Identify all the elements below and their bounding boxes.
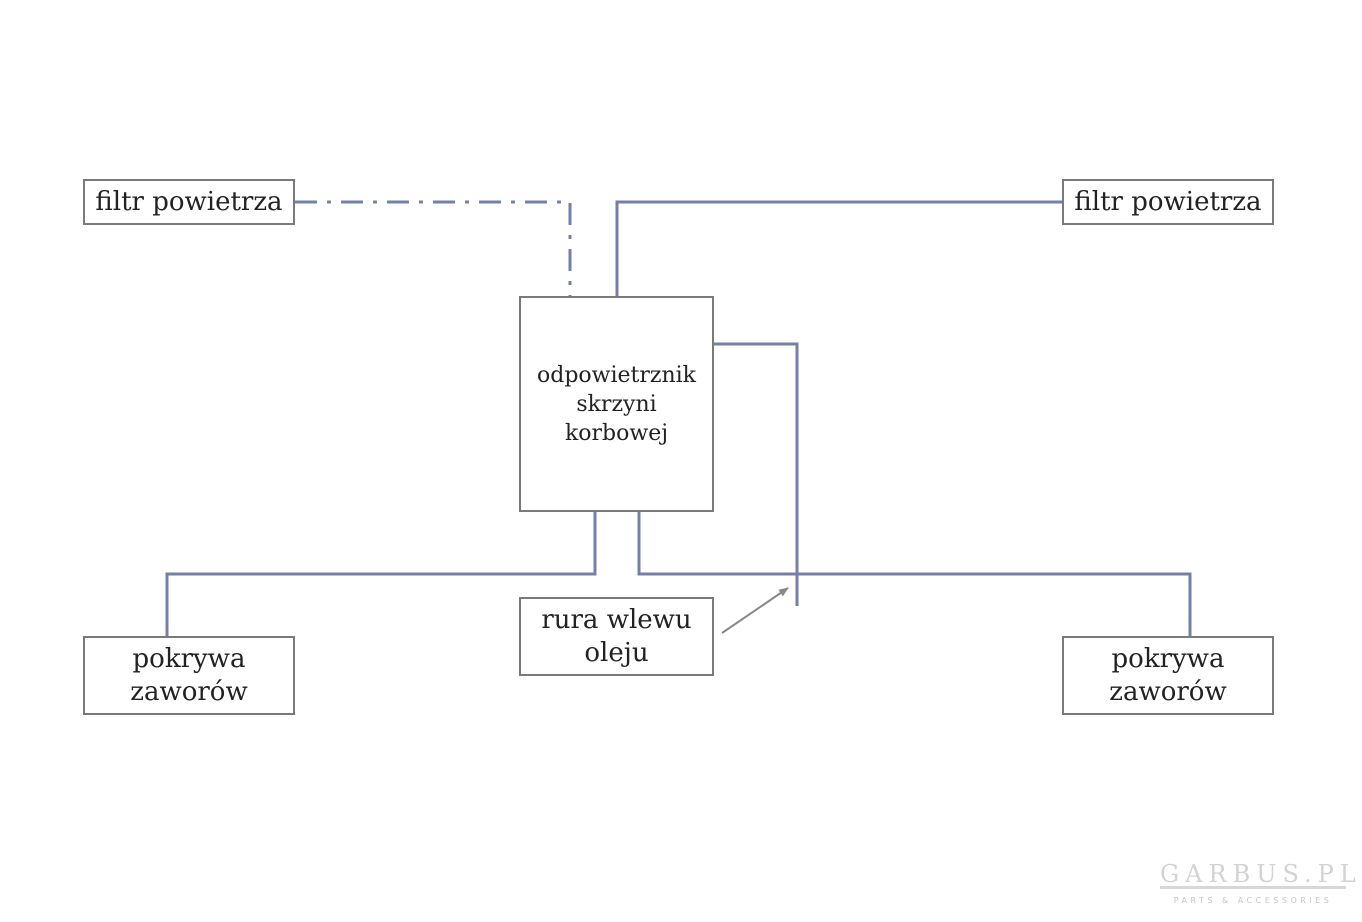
node-label: filtr powietrza: [1074, 186, 1262, 217]
edge-oil-filler-pipe: [713, 342, 799, 606]
node-label: rura wlewu oleju: [541, 604, 692, 668]
edge-valve-cover-left: [165, 511, 597, 637]
node-valve-cover-right: pokrywa zaworów: [1062, 636, 1274, 715]
node-label: pokrywa zaworów: [1109, 643, 1227, 707]
node-valve-cover-left: pokrywa zaworów: [83, 636, 295, 715]
edge-air-filter-left: [295, 200, 572, 297]
node-air-filter-right: filtr powietrza: [1062, 179, 1274, 225]
edge-air-filter-right: [615, 200, 1062, 297]
node-air-filter-left: filtr powietrza: [83, 179, 295, 225]
node-label: filtr powietrza: [95, 186, 283, 217]
logo-subtitle: PARTS & ACCESSORIES: [1173, 896, 1333, 905]
garbus-logo: GARBUS.PL PARTS & ACCESSORIES: [1160, 860, 1362, 905]
node-oil-filler: rura wlewu oleju: [519, 597, 714, 676]
node-label: odpowietrznik skrzyni korbowej: [536, 362, 697, 446]
logo-title: GARBUS.PL: [1160, 860, 1362, 889]
node-label: pokrywa zaworów: [130, 643, 248, 707]
node-crankcase-breather: odpowietrznik skrzyni korbowej: [519, 296, 714, 512]
edge-valve-cover-right: [637, 511, 1192, 637]
arrow-oil-filler: [721, 587, 789, 634]
